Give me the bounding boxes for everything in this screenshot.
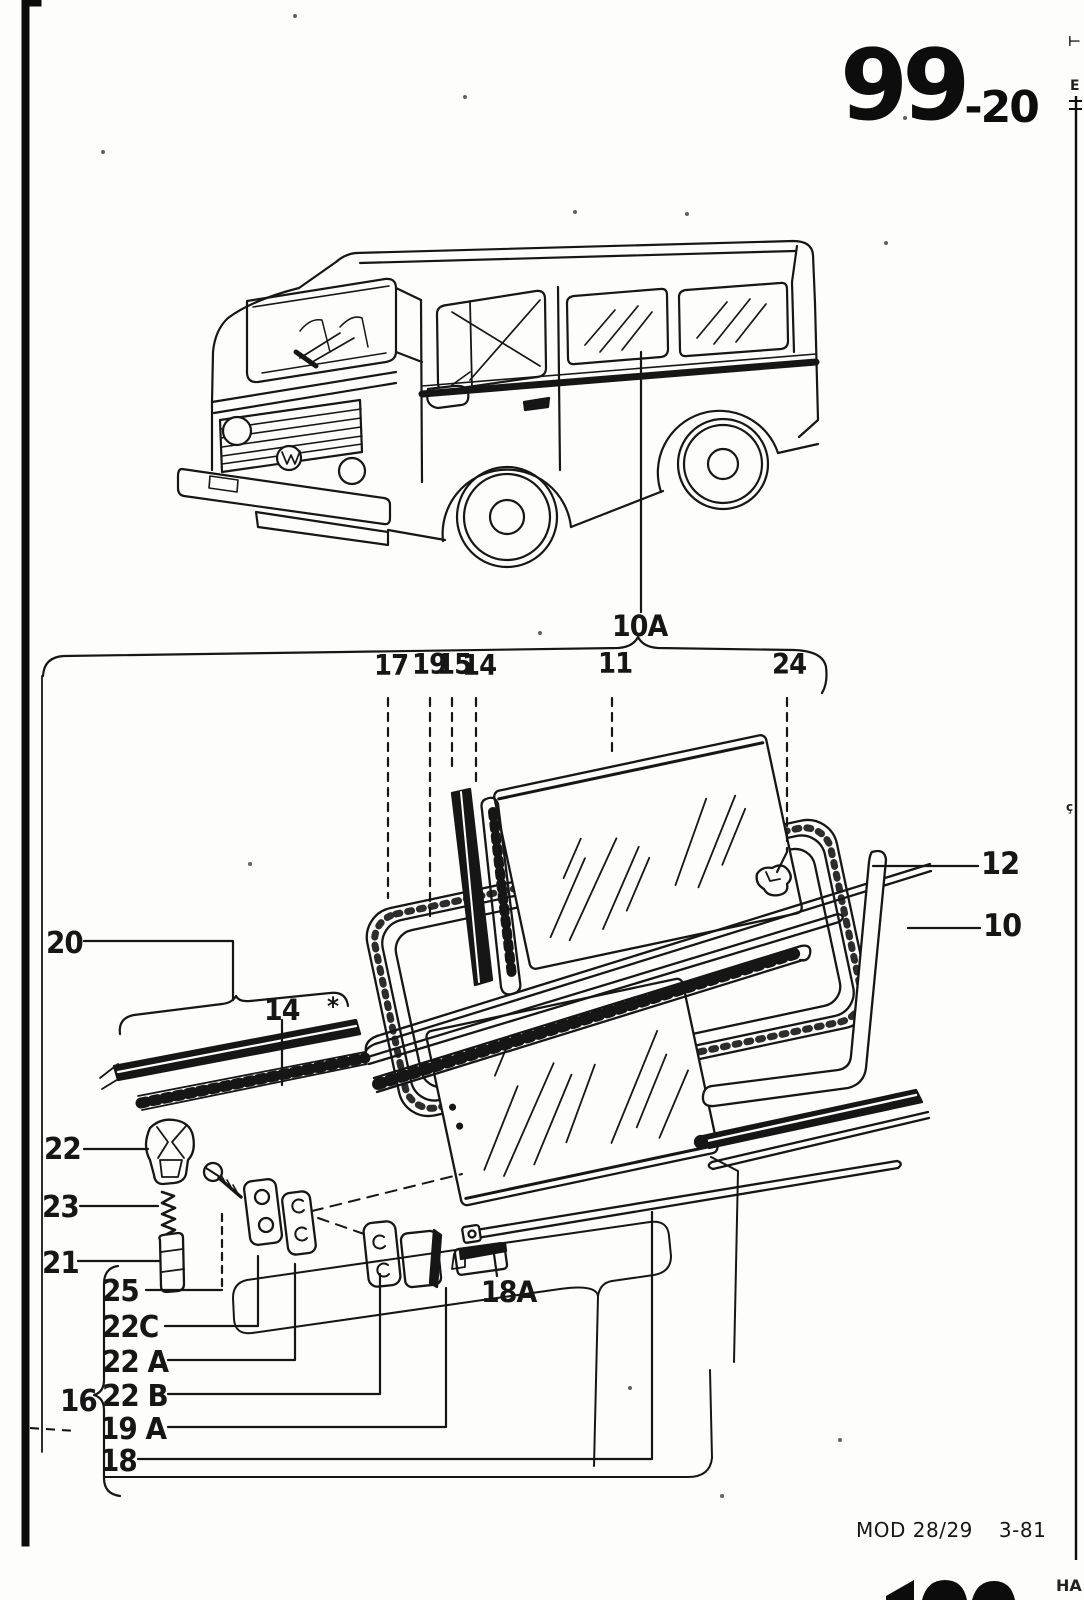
page-edge-lines xyxy=(21,0,1082,1560)
callout-10: 10 xyxy=(983,907,1022,945)
window-assembly xyxy=(99,734,933,1467)
callout-24: 24 xyxy=(772,648,807,682)
footer-codes: MOD 28/29 3-81 xyxy=(856,1518,1072,1542)
callout-19A: 19 A xyxy=(100,1410,167,1447)
latch-knob-22 xyxy=(144,1118,195,1186)
edge-mark-mid: ç xyxy=(1066,800,1074,814)
callout-16: 16 xyxy=(60,1382,98,1419)
rail-channel-20 xyxy=(99,1018,362,1090)
clip-18A xyxy=(451,1241,509,1276)
callout-21: 21 xyxy=(42,1244,80,1281)
callout-12: 12 xyxy=(981,845,1020,883)
outer-frame-10 xyxy=(701,849,888,1108)
rail-18 xyxy=(461,1159,902,1244)
callout-14-left: 14 xyxy=(264,992,300,1028)
callout-19: 19 xyxy=(412,648,447,682)
callout-10A: 10A xyxy=(612,608,668,644)
left-page-edge-bar xyxy=(21,0,30,1547)
callout-22B: 22 B xyxy=(102,1377,169,1414)
slider-block-19A xyxy=(399,1228,443,1289)
footnote-asterisk: * xyxy=(327,991,339,1022)
panel-outlines xyxy=(232,1156,739,1467)
callout-22: 22 xyxy=(44,1130,82,1167)
pin-21 xyxy=(158,1231,186,1294)
page-number: 99 -20 xyxy=(840,29,1040,143)
clip-24 xyxy=(755,864,792,897)
van-illustration xyxy=(176,239,820,569)
plate-22B xyxy=(362,1220,402,1288)
glass-pane-11 xyxy=(493,734,803,970)
rail-right-lower xyxy=(693,1088,931,1171)
callout-18A: 18A xyxy=(481,1274,537,1310)
edge-mark-top1: ⊢ xyxy=(1068,34,1081,50)
page-number-main: 99 xyxy=(840,29,970,143)
callout-11: 11 xyxy=(598,647,633,681)
footer-model-code: MOD 28/29 xyxy=(856,1518,973,1542)
edge-mark-top2: E xyxy=(1070,78,1080,94)
callout-17: 17 xyxy=(374,649,409,683)
scan-speckles xyxy=(101,14,907,1498)
plate-22C xyxy=(242,1178,284,1246)
cutoff-page-digits xyxy=(886,1580,1015,1600)
leader-lines xyxy=(41,350,982,1498)
callout-18: 18 xyxy=(100,1442,138,1479)
callout-22A: 22 A xyxy=(102,1343,169,1380)
construction-lines xyxy=(311,1173,463,1235)
callout-15: 15 xyxy=(437,648,472,682)
plate-22A xyxy=(281,1190,317,1256)
footer-date-code: 3-81 xyxy=(998,1518,1047,1542)
bead-rail-14-left xyxy=(135,1051,371,1111)
glass-pane-lower xyxy=(425,977,719,1207)
callout-14-top: 14 xyxy=(462,649,497,683)
callout-25: 25 xyxy=(102,1272,140,1309)
edge-mark-bottom-right: HA xyxy=(1056,1576,1082,1595)
screw-25 xyxy=(202,1161,243,1199)
spring-23 xyxy=(160,1190,177,1238)
callout-20: 20 xyxy=(46,924,84,961)
callout-23: 23 xyxy=(42,1188,80,1225)
filler-strip-15 xyxy=(450,787,494,987)
callout-22C: 22C xyxy=(102,1308,159,1345)
track-rails xyxy=(363,862,933,1094)
page-number-suffix: -20 xyxy=(964,82,1039,133)
